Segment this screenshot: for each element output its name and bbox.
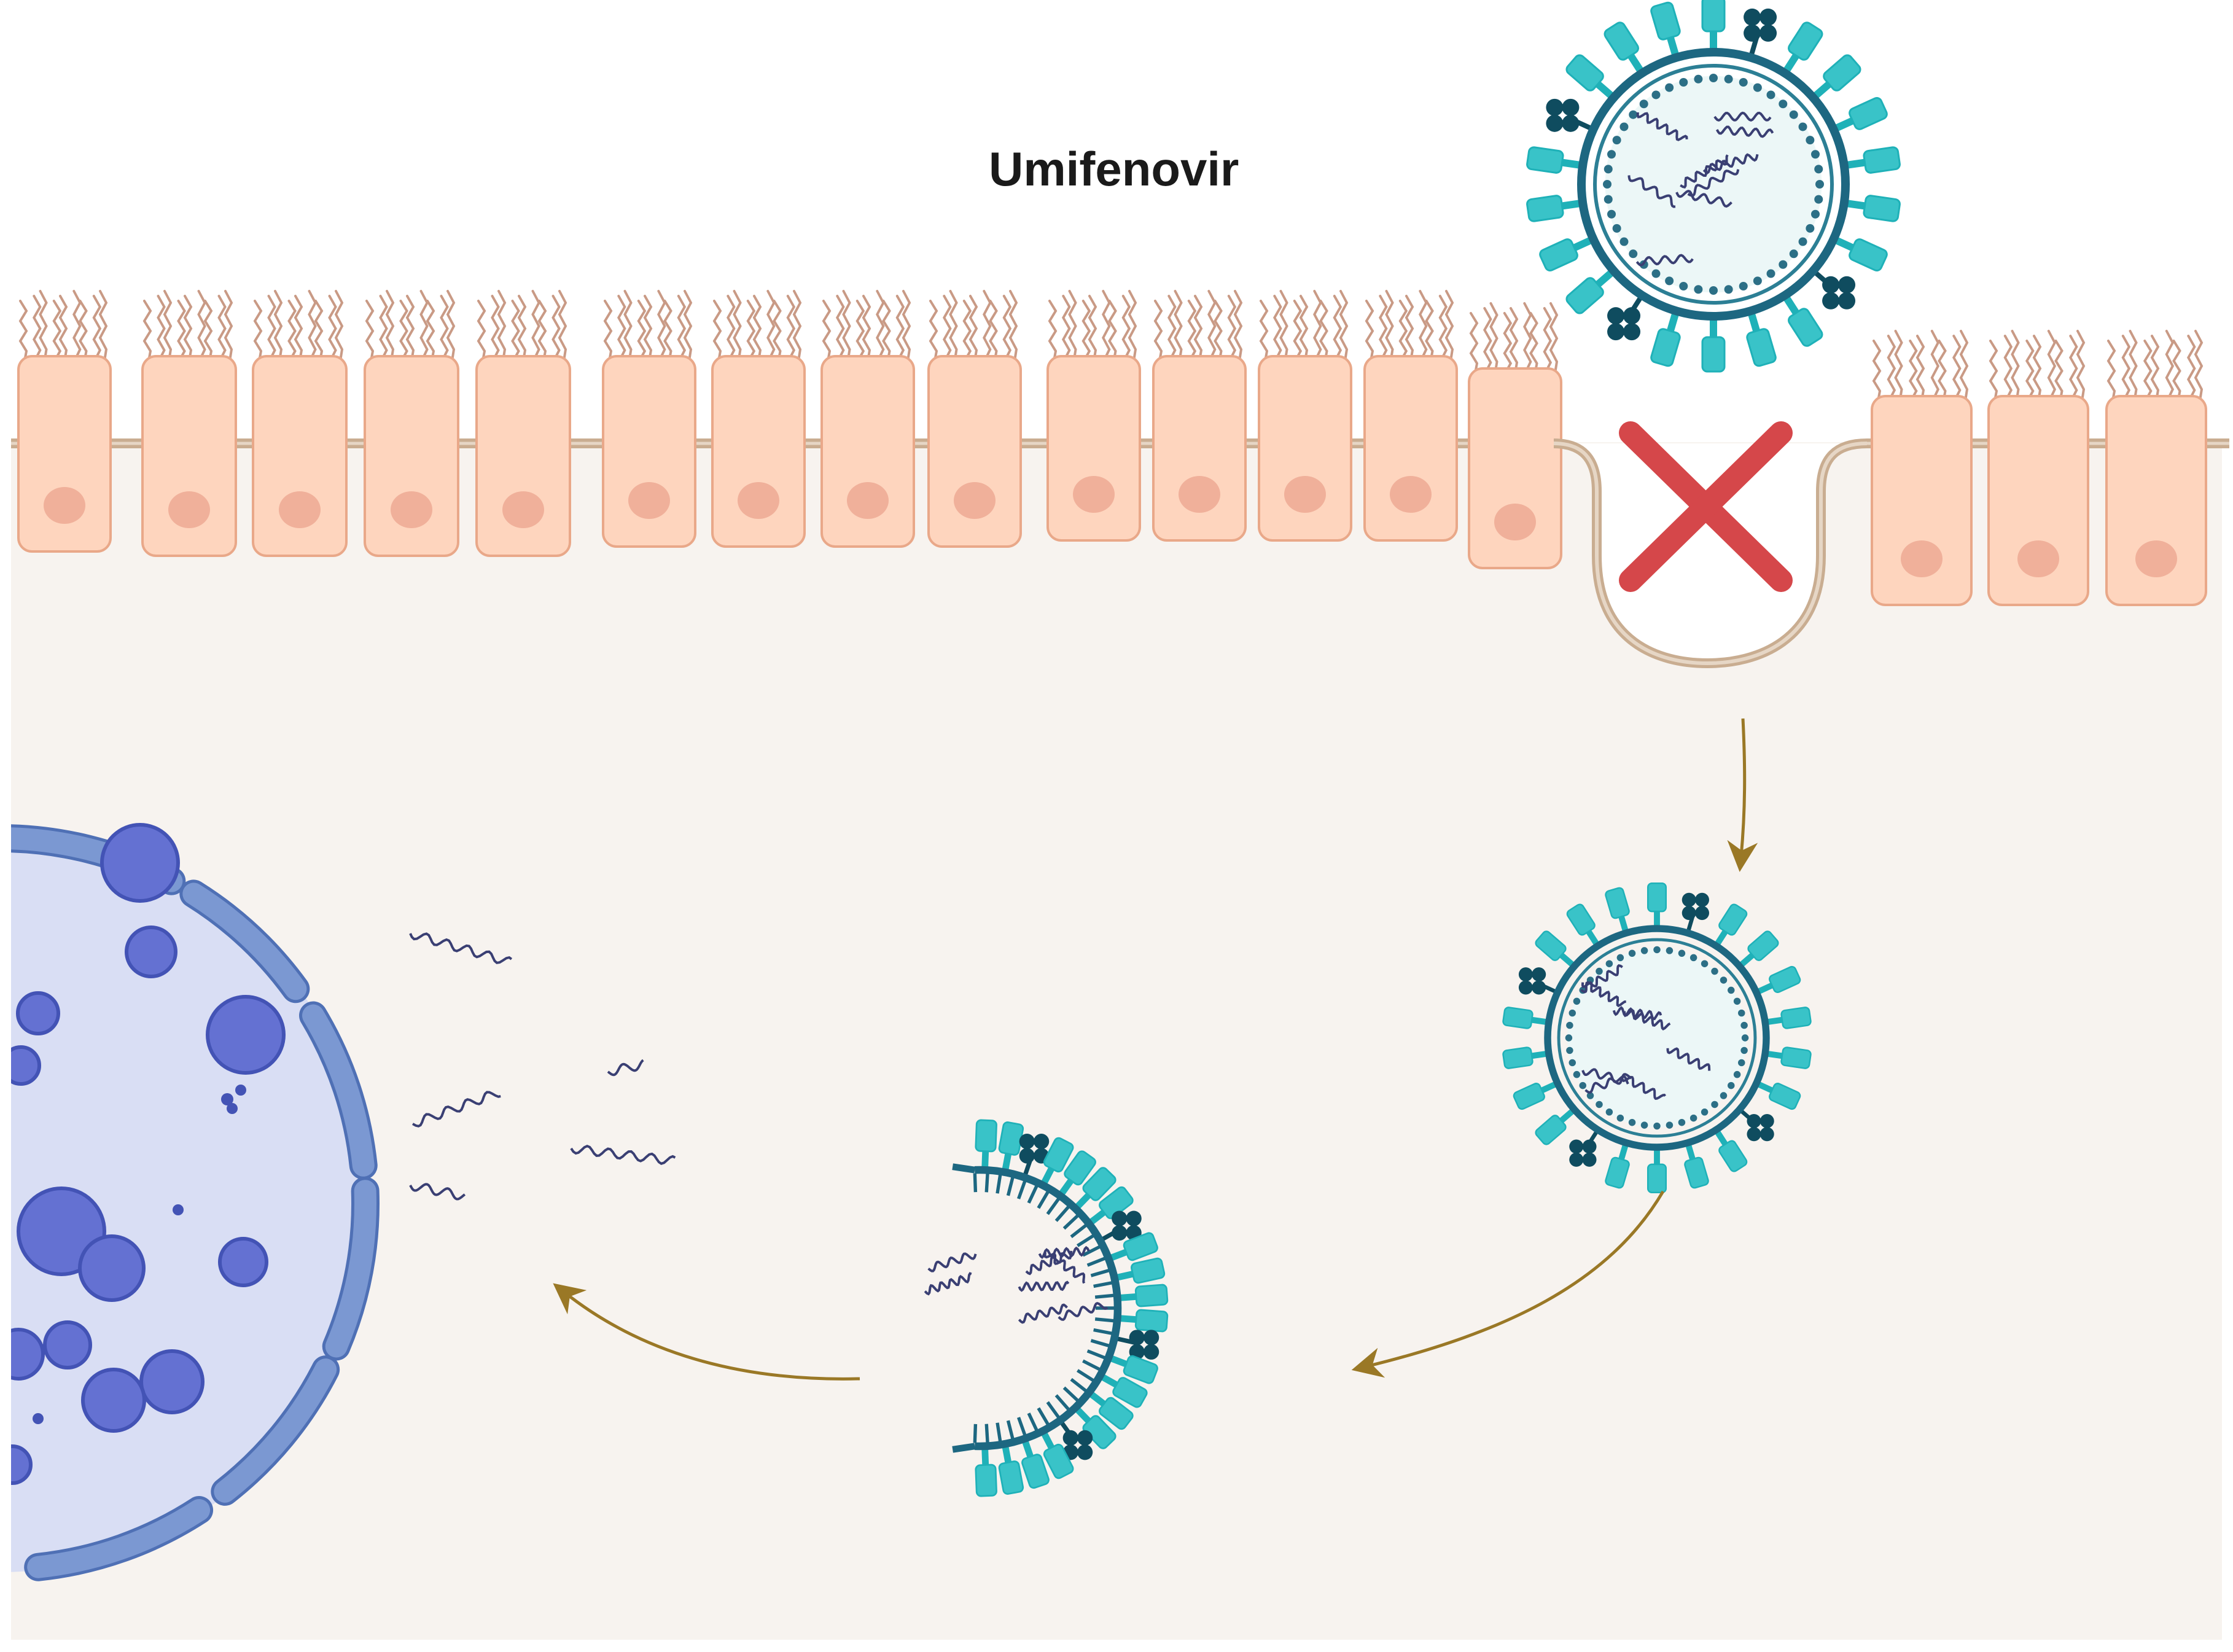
epithelial-cell: [1046, 290, 1141, 542]
epithelial-cell: [141, 290, 237, 557]
virus-icon: [1526, 0, 1901, 373]
nucleus-icon: [11, 823, 380, 1581]
epithelial-cell: [711, 290, 806, 548]
epithelial-cell: [602, 290, 696, 548]
epithelial-cell: [927, 290, 1022, 548]
virus-icon: [1502, 882, 1812, 1194]
epithelial-cell: [17, 290, 112, 553]
epithelial-cell: [820, 290, 915, 548]
epithelial-cell: [364, 290, 459, 557]
x-mark-icon: [1619, 421, 1793, 592]
arrow-icon: [553, 1283, 860, 1381]
arrow-icon: [1727, 718, 1758, 872]
epithelial-cell-layer: [17, 290, 2207, 606]
arrow-icon: [1351, 1190, 1665, 1378]
cytoplasm-background: [11, 442, 2222, 1640]
epithelial-cell: [1987, 330, 2089, 606]
epithelial-cell: [2105, 330, 2207, 606]
epithelial-cell: [475, 290, 571, 557]
viral-rna-fragments: [409, 932, 676, 1201]
epithelial-cell: [1363, 290, 1458, 542]
epithelial-cell: [1152, 290, 1247, 542]
epithelial-cell: [252, 290, 348, 557]
epithelial-cell: [1258, 290, 1352, 542]
uncoating-virus-icon: [924, 1119, 1169, 1497]
epithelial-cell: [1871, 330, 1973, 606]
epithelial-cell: [1468, 302, 1562, 569]
drug-name-label: Umifenovir: [989, 142, 1239, 196]
